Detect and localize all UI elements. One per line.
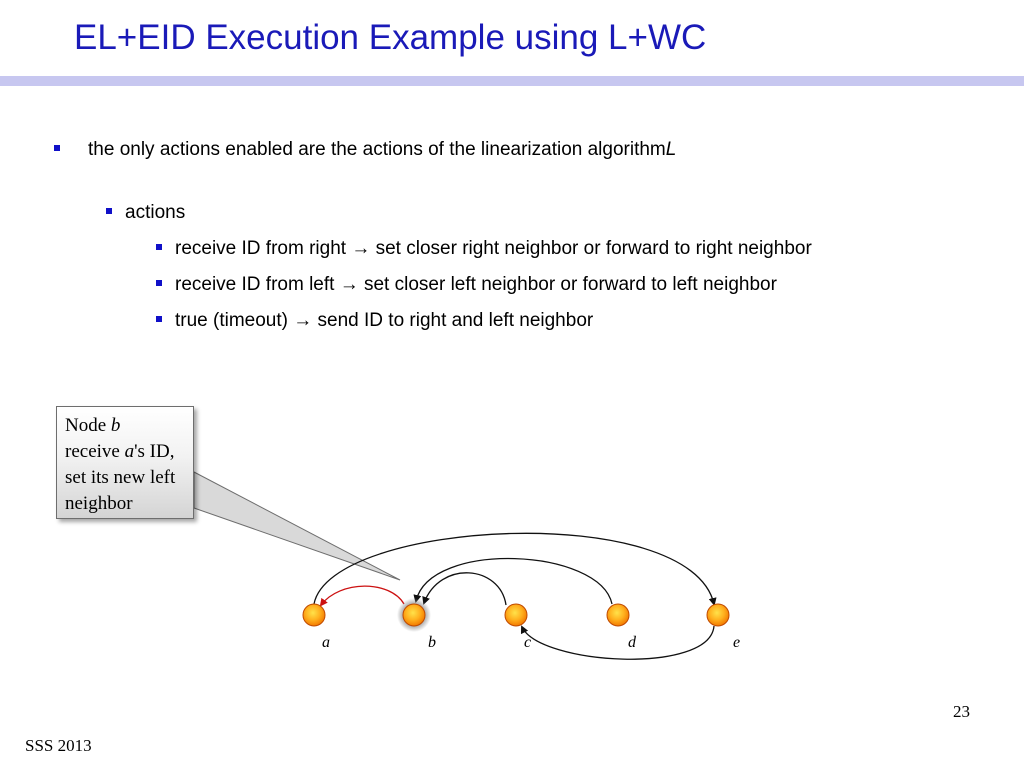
callout-text: receive	[65, 441, 125, 462]
edge-e-to-c	[520, 625, 715, 660]
bullet-level2-text: actions	[125, 202, 186, 223]
callout-text: set its new left	[65, 467, 176, 488]
edge-b-to-a	[319, 585, 405, 607]
edge-c-to-b	[422, 572, 507, 606]
node-d	[606, 603, 630, 627]
title-rule	[0, 76, 1024, 86]
edge-d-to-b	[413, 557, 613, 605]
node-label-a: a	[322, 634, 330, 651]
callout-pointer	[193, 471, 401, 581]
node-c	[504, 603, 528, 627]
node-a	[302, 603, 326, 627]
callout-line: receive a's ID,	[65, 439, 185, 465]
callout-text: neighbor	[65, 493, 133, 514]
bullet-level1: the only actions enabled are the actions…	[54, 139, 676, 161]
footer-conference: SSS 2013	[25, 736, 92, 755]
node-b	[397, 598, 431, 632]
bullet-level2: actions	[106, 202, 185, 224]
callout-italic: a	[124, 441, 135, 462]
bullet-level1-text: the only actions enabled are the actions…	[88, 139, 666, 160]
callout-line: neighbor	[65, 491, 185, 517]
callout-line: Node b	[65, 413, 185, 439]
callout-italic: b	[110, 415, 121, 436]
node-label-c: c	[524, 634, 531, 651]
node-label-d: d	[628, 634, 637, 651]
node-label-e: e	[733, 634, 740, 651]
bullet-square-icon	[156, 244, 162, 250]
bullet-square-icon	[156, 316, 162, 322]
edge-a-to-e	[313, 532, 717, 606]
bullet-level1-italic: L	[665, 139, 677, 160]
callout-text: Node	[65, 415, 111, 436]
bullet-square-icon	[106, 208, 112, 214]
bullet-level3-text: receive ID from left → set closer left n…	[175, 274, 777, 295]
bullet-level3-item: receive ID from left → set closer left n…	[156, 274, 777, 296]
bullet-level3-item: true (timeout) → send ID to right and le…	[156, 310, 593, 332]
node-label-b: b	[428, 634, 436, 651]
callout-box: Node b receive a's ID, set its new left …	[56, 406, 194, 519]
callout-text: 's ID,	[134, 441, 175, 462]
bullet-level3-text: receive ID from right → set closer right…	[175, 238, 812, 259]
bullet-square-icon	[54, 145, 60, 151]
node-e	[706, 603, 730, 627]
page-number: 23	[953, 702, 970, 721]
bullet-level3-text: true (timeout) → send ID to right and le…	[175, 310, 594, 331]
slide-title: EL+EID Execution Example using L+WC	[74, 18, 707, 57]
bullet-level3-item: receive ID from right → set closer right…	[156, 238, 812, 260]
bullet-square-icon	[156, 280, 162, 286]
callout-line: set its new left	[65, 465, 185, 491]
